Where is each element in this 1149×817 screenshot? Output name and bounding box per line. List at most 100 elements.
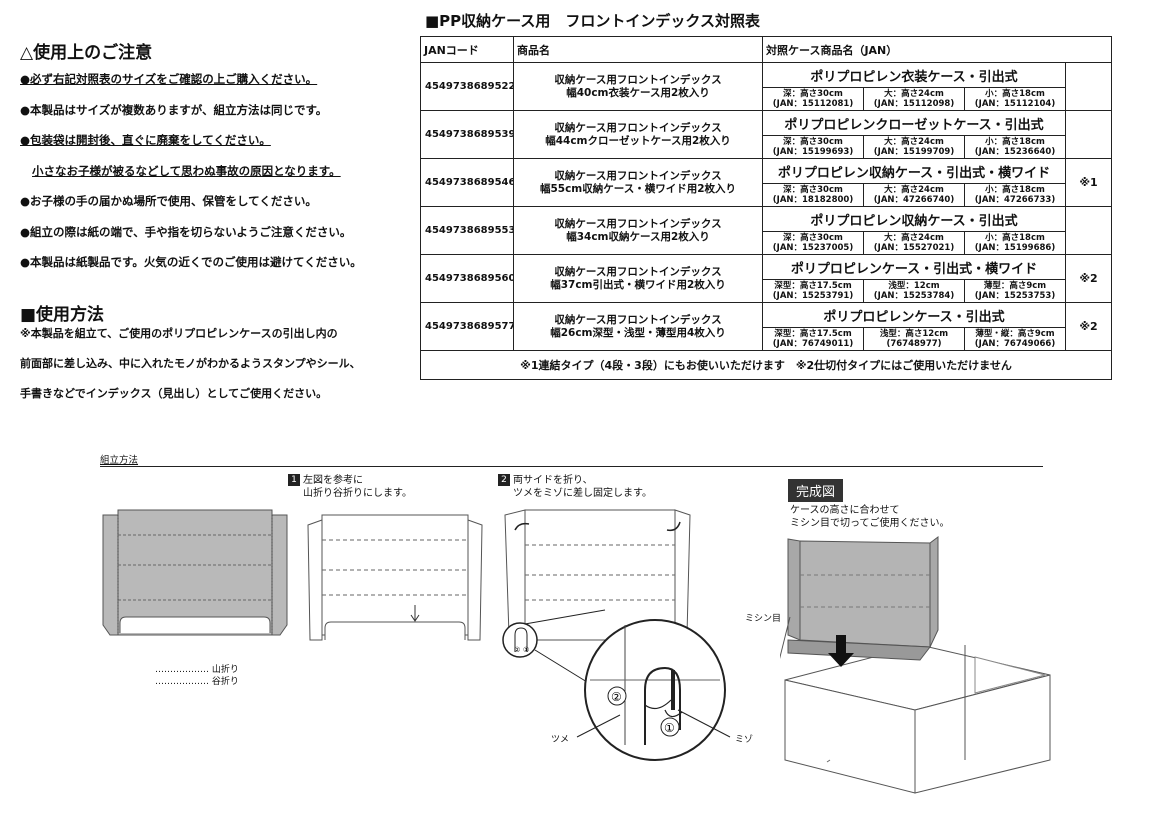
caution-list: ●必ず右記対照表のサイズをご確認の上ご購入ください。 ●本製品はサイズが複数あり… — [20, 72, 415, 286]
size-height: 深：高さ30cm — [783, 233, 843, 243]
small-circled-2: ② — [514, 646, 520, 654]
section-divider — [100, 466, 1043, 467]
step2-figure: ② ① ② ① — [502, 509, 731, 761]
step1-number: 1 — [288, 474, 300, 486]
size-cell: 深型：高さ17.5cm(JAN：15253791) — [762, 279, 864, 303]
size-cell: 大：高さ24cm(JAN：15527021) — [863, 231, 965, 255]
mizo-label: ミゾ — [735, 735, 754, 745]
table-row-sizes: 深：高さ30cm(JAN：15199693)大：高さ24cm(JAN：15199… — [421, 135, 1112, 159]
product-name-line2: 幅44cmクローゼットケース用2枚入り — [545, 134, 731, 147]
size-jan: (JAN：15199686) — [974, 243, 1056, 253]
usage-list: ※本製品を組立て、ご使用のポリプロピレンケースの引出し内の 前面部に差し込み、中… — [20, 327, 420, 417]
case-name: ポリプロピレン衣装ケース・引出式 — [762, 62, 1066, 88]
size-cell: 大：高さ24cm(JAN：15199709) — [863, 135, 965, 159]
size-cell: 小：高さ18cm(JAN：15236640) — [964, 135, 1066, 159]
completed-badge: 完成図 — [788, 479, 844, 502]
table-footnote-row: ※1連結タイプ（4段・3段）にもお使いいただけます ※2仕切付タイプにはご使用い… — [419, 350, 1113, 380]
jan-code: 4549738689539 — [420, 110, 514, 159]
header-jan: JANコード — [420, 36, 514, 63]
size-jan: (JAN：15527021) — [873, 243, 955, 253]
case-name: ポリプロピレンケース・引出式・横ワイド — [762, 254, 1066, 280]
size-height: 小：高さ18cm — [985, 137, 1045, 147]
size-cell: 深：高さ30cm(JAN：15237005) — [762, 231, 864, 255]
table-row-sizes: 深型：高さ17.5cm(JAN：15253791)浅型：12cm(JAN：152… — [421, 279, 1112, 303]
usage-title: ■使用方法 — [20, 305, 105, 325]
product-name-line2: 幅37cm引出式・横ワイド用2枚入り — [550, 278, 726, 291]
size-cell: 小：高さ18cm(JAN：47266733) — [964, 183, 1066, 207]
flat-sheet-figure — [102, 509, 288, 636]
size-height: 大：高さ24cm — [884, 185, 944, 195]
size-cell: 小：高さ18cm(JAN：15199686) — [964, 231, 1066, 255]
caution-line-3: ●包装袋は開封後、直ぐに廃棄をしてください。 — [20, 133, 271, 147]
case-name: ポリプロピレン収納ケース・引出式・横ワイド — [762, 158, 1066, 184]
product-name: 収納ケース用フロントインデックス幅55cm収納ケース・横ワイド用2枚入り — [513, 158, 763, 207]
usage-line-3: 手書きなどでインデックス（見出し）としてご使用ください。 — [20, 387, 328, 400]
product-name: 収納ケース用フロントインデックス幅34cm収納ケース用2枚入り — [513, 206, 763, 255]
product-name-line2: 幅55cm収納ケース・横ワイド用2枚入り — [539, 182, 737, 195]
size-jan: (JAN：47266733) — [974, 195, 1056, 205]
size-cell: 薄型：高さ9cm(JAN：15253753) — [964, 279, 1066, 303]
caution-line-7: ●本製品は紙製品です。火気の近くでのご使用は避けてください。 — [20, 255, 362, 269]
size-jan: (JAN：76749066) — [974, 339, 1056, 349]
caution-line-4: 小さなお子様が被るなどして思わぬ事故の原因となります。 — [32, 163, 341, 178]
product-name: 収納ケース用フロントインデックス幅40cm衣装ケース用2枚入り — [513, 62, 763, 111]
size-cell: 深：高さ30cm(JAN：15199693) — [762, 135, 864, 159]
jan-code: 4549738689522 — [420, 62, 514, 111]
table-row-sizes: 深：高さ30cm(JAN：15237005)大：高さ24cm(JAN：15527… — [421, 231, 1112, 255]
table-row: 4549738689539 収納ケース用フロントインデックス幅44cmクローゼット… — [420, 110, 1113, 159]
row-note — [1064, 206, 1113, 255]
completed-note: ケースの高さに合わせて ミシン目で切ってご使用ください。 — [790, 504, 950, 530]
size-cell: 深：高さ30cm(JAN：18182800) — [762, 183, 864, 207]
caution-line-1: ●必ず右記対照表のサイズをご確認の上ご購入ください。 — [20, 72, 318, 86]
circled-1-label: ① — [664, 721, 675, 735]
size-jan: (JAN：15199709) — [873, 147, 955, 157]
usage-line-2: 前面部に差し込み、中に入れたモノがわかるようスタンプやシール、 — [20, 357, 361, 370]
header-case: 対照ケース商品名（JAN） — [761, 36, 1113, 63]
size-height: 深：高さ30cm — [783, 185, 843, 195]
product-name-line2: 幅34cm収納ケース用2枚入り — [566, 230, 710, 243]
size-cell: 大：高さ24cm(JAN：15112098) — [863, 87, 965, 111]
product-name-line1: 収納ケース用フロントインデックス — [554, 217, 722, 230]
size-jan: (JAN：15237005) — [772, 243, 854, 253]
table-row-sizes: 深型：高さ17.5cm(JAN：76749011)浅型：高さ12cm(76748… — [421, 327, 1112, 351]
usage-line-1: ※本製品を組立て、ご使用のポリプロピレンケースの引出し内の — [20, 327, 338, 340]
legend-valley-fold: ……………… 谷折り — [155, 677, 239, 687]
product-name: 収納ケース用フロントインデックス幅37cm引出式・横ワイド用2枚入り — [513, 254, 763, 303]
row-note: ※1 — [1064, 158, 1113, 207]
size-cell: 深：高さ30cm(JAN：15112081) — [762, 87, 864, 111]
product-name: 収納ケース用フロントインデックス幅26cm深型・浅型・薄型用4枚入り — [513, 302, 763, 351]
size-height: 深型：高さ17.5cm — [774, 329, 852, 339]
mishin-label: ミシン目 — [745, 614, 782, 624]
tsume-label: ツメ — [551, 735, 570, 745]
product-name-line1: 収納ケース用フロントインデックス — [554, 169, 722, 182]
step1-line1: 左図を参考に — [303, 475, 363, 486]
completed-note-line1: ケースの高さに合わせて — [790, 505, 900, 516]
circled-2-label: ② — [611, 690, 622, 704]
size-jan: (JAN：15112104) — [974, 99, 1056, 109]
size-height: 深：高さ30cm — [783, 137, 843, 147]
size-height: 大：高さ24cm — [884, 137, 944, 147]
size-cell: 大：高さ24cm(JAN：47266740) — [863, 183, 965, 207]
size-jan: (JAN：15236640) — [974, 147, 1056, 157]
assembly-section-label: 組立方法 — [100, 455, 139, 466]
table-title: ■PP収納ケース用 フロントインデックス対照表 — [425, 12, 760, 30]
jan-code: 4549738689560 — [420, 254, 514, 303]
size-height: 浅型：高さ12cm — [879, 329, 949, 339]
caution-title: △使用上のご注意 — [20, 43, 153, 63]
header-product: 商品名 — [513, 36, 763, 63]
case-name: ポリプロピレンケース・引出式 — [762, 302, 1066, 328]
product-name-line1: 収納ケース用フロントインデックス — [554, 313, 722, 326]
table-row-sizes: 深：高さ30cm(JAN：15112081)大：高さ24cm(JAN：15112… — [421, 87, 1112, 111]
size-cell: 浅型：12cm(JAN：15253784) — [863, 279, 965, 303]
size-cell: 薄型・縦：高さ9cm(JAN：76749066) — [964, 327, 1066, 351]
size-jan: (JAN：15253791) — [772, 291, 854, 301]
product-name-line1: 収納ケース用フロントインデックス — [554, 121, 722, 134]
size-height: 深：高さ30cm — [783, 89, 843, 99]
size-jan: (JAN：15199693) — [772, 147, 854, 157]
size-height: 小：高さ18cm — [985, 185, 1045, 195]
